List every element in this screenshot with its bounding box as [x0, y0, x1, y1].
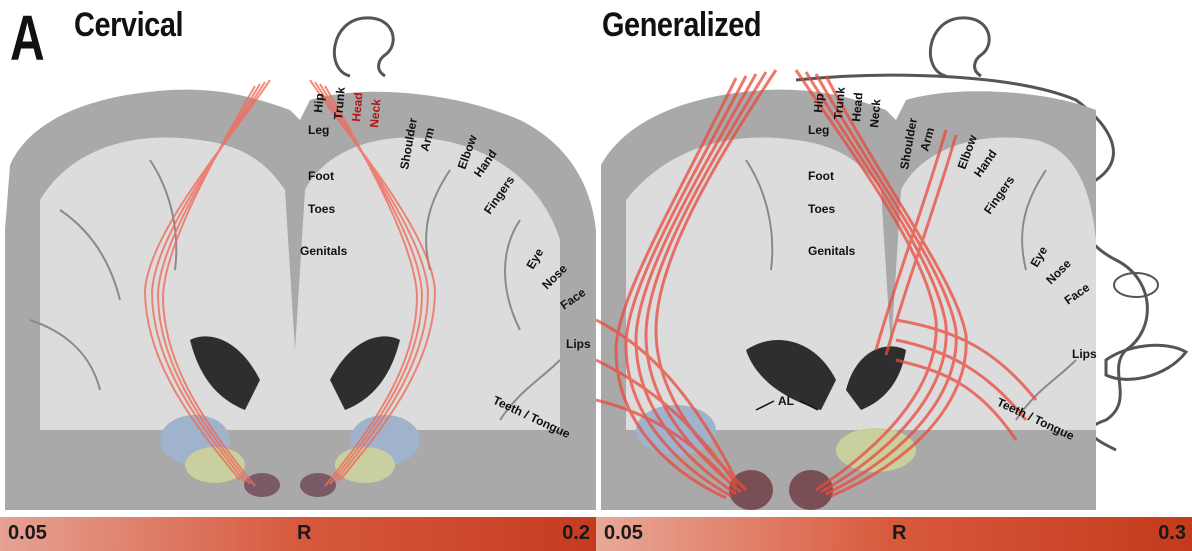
label-genitals: Genitals — [300, 244, 348, 258]
colorbar-min: 0.05 — [604, 523, 643, 543]
label-foot: Foot — [308, 169, 334, 183]
label-hip: Hip — [311, 93, 327, 113]
label-foot: Foot — [808, 169, 834, 183]
homunculus-outline — [334, 18, 393, 76]
colorbar-min: 0.05 — [8, 523, 47, 543]
colorbar-label: R — [892, 523, 906, 543]
label-hip: Hip — [811, 93, 827, 113]
colorbar-max: 0.2 — [562, 523, 590, 543]
label-trunk: Trunk — [331, 86, 348, 120]
label-lips: Lips — [1072, 347, 1097, 361]
label-genitals: Genitals — [808, 244, 856, 258]
title-cervical: Cervical — [74, 8, 183, 42]
label-leg: Leg — [808, 123, 829, 137]
title-generalized: Generalized — [602, 8, 761, 42]
label-neck: Neck — [867, 98, 883, 128]
label-trunk: Trunk — [831, 86, 848, 120]
label-head: Head — [349, 92, 366, 122]
colorbar-generalized: 0.05 R 0.3 — [596, 517, 1192, 551]
colorbar-cervical: 0.05 R 0.2 — [0, 517, 596, 551]
label-toes: Toes — [808, 202, 835, 216]
label-lips: Lips — [566, 337, 591, 351]
colorbar-label: R — [297, 523, 311, 543]
panel-cervical: Hip Trunk Head Neck Leg Shoulder Arm Elb… — [0, 0, 596, 551]
brain-slice-cervical: Hip Trunk Head Neck Leg Shoulder Arm Elb… — [0, 0, 596, 551]
brain-slice-generalized: AL Hip Trunk Head Neck Leg Shoulder Arm … — [596, 0, 1192, 551]
colorbar-max: 0.3 — [1158, 523, 1186, 543]
label-toes: Toes — [308, 202, 335, 216]
label-al: AL — [778, 394, 794, 408]
label-leg: Leg — [308, 123, 329, 137]
brainstem-right — [300, 473, 336, 497]
brainstem-left — [244, 473, 280, 497]
panel-letter: A — [10, 6, 45, 70]
label-head: Head — [849, 92, 866, 122]
panel-generalized: AL Hip Trunk Head Neck Leg Shoulder Arm … — [596, 0, 1192, 551]
homunculus-head — [930, 18, 989, 76]
label-neck: Neck — [367, 98, 383, 128]
